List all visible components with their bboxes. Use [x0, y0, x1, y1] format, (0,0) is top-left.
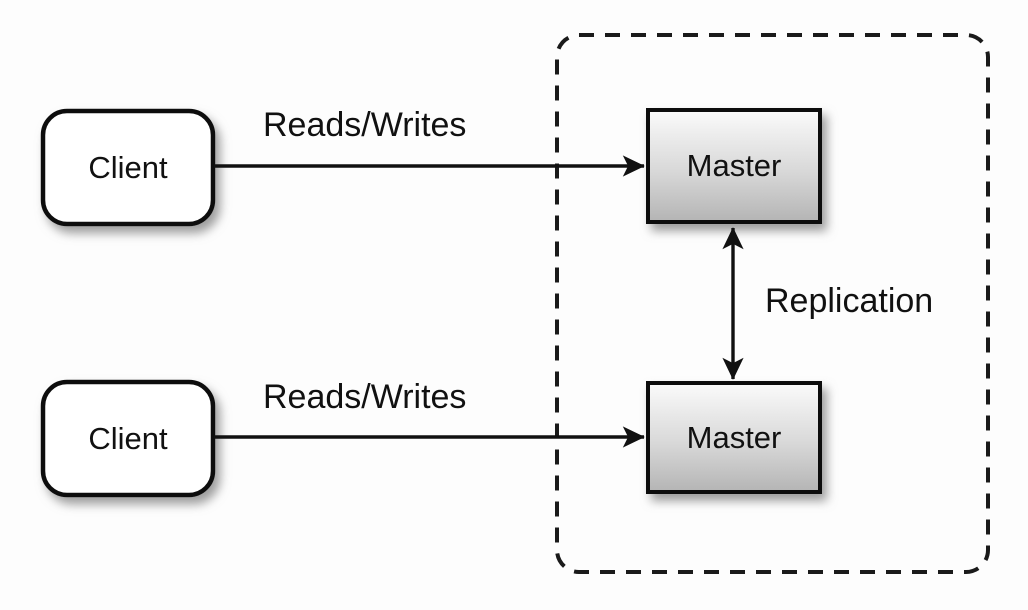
client-top-box[interactable] — [40, 108, 216, 227]
replication-group-boundary — [555, 33, 990, 574]
client-bottom-box[interactable] — [40, 379, 216, 498]
master-top-box[interactable] — [646, 108, 822, 224]
master-bottom-box[interactable] — [646, 381, 822, 494]
